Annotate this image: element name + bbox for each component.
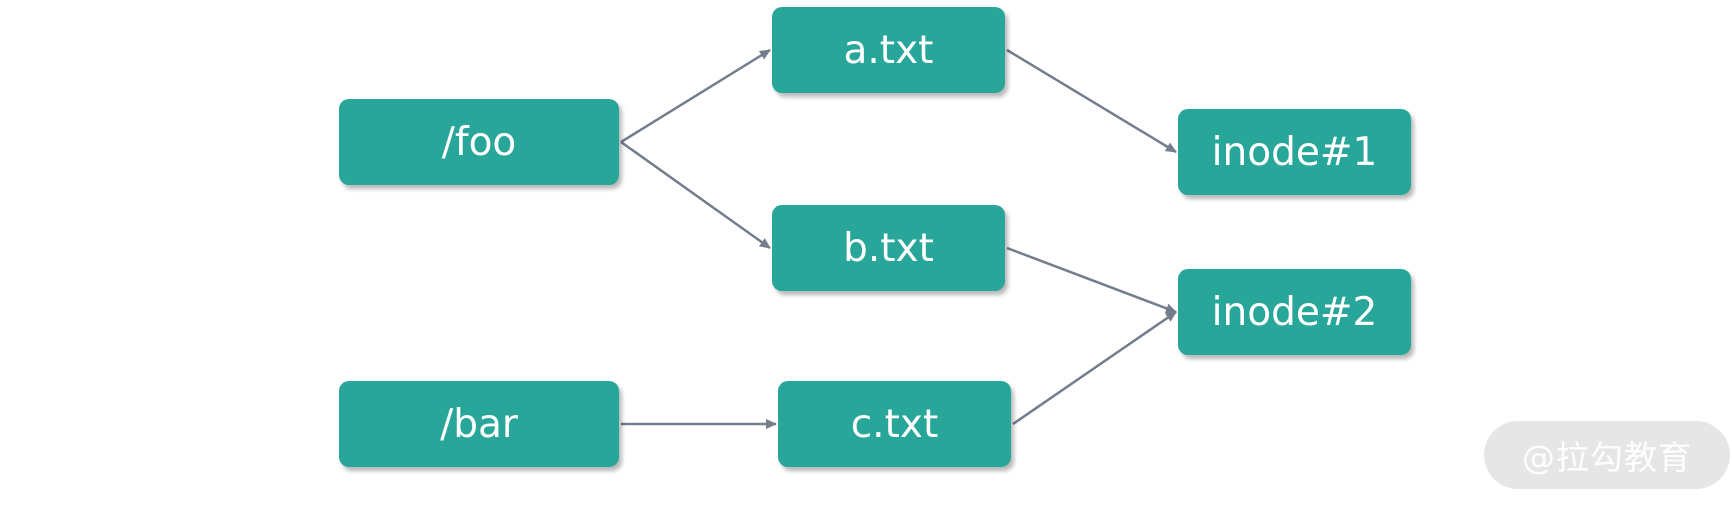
directory-node-bar-label: /bar — [440, 401, 518, 447]
directory-node-foo-label: /foo — [441, 119, 517, 165]
directory-node-foo: /foo — [339, 99, 619, 185]
arrow-foo-to-a — [620, 48, 771, 144]
file-node-a-label: a.txt — [843, 27, 934, 73]
inode-node-2-label: inode#2 — [1211, 289, 1378, 335]
file-node-b-label: b.txt — [843, 225, 934, 271]
arrow-c-to-inode2 — [1012, 310, 1177, 426]
watermark-badge: @拉勾教育 — [1484, 421, 1730, 489]
arrow-foo-to-b — [620, 140, 771, 250]
watermark-text: @拉勾教育 — [1522, 438, 1692, 477]
inode-node-2: inode#2 — [1178, 269, 1411, 355]
directory-node-bar: /bar — [339, 381, 619, 467]
inode-node-1: inode#1 — [1178, 109, 1411, 195]
arrow-a-to-inode1 — [1006, 48, 1177, 154]
arrow-b-to-inode2 — [1006, 246, 1177, 314]
file-node-a: a.txt — [772, 7, 1005, 93]
file-node-c: c.txt — [778, 381, 1011, 467]
inode-node-1-label: inode#1 — [1211, 129, 1378, 175]
file-node-b: b.txt — [772, 205, 1005, 291]
file-node-c-label: c.txt — [850, 401, 939, 447]
